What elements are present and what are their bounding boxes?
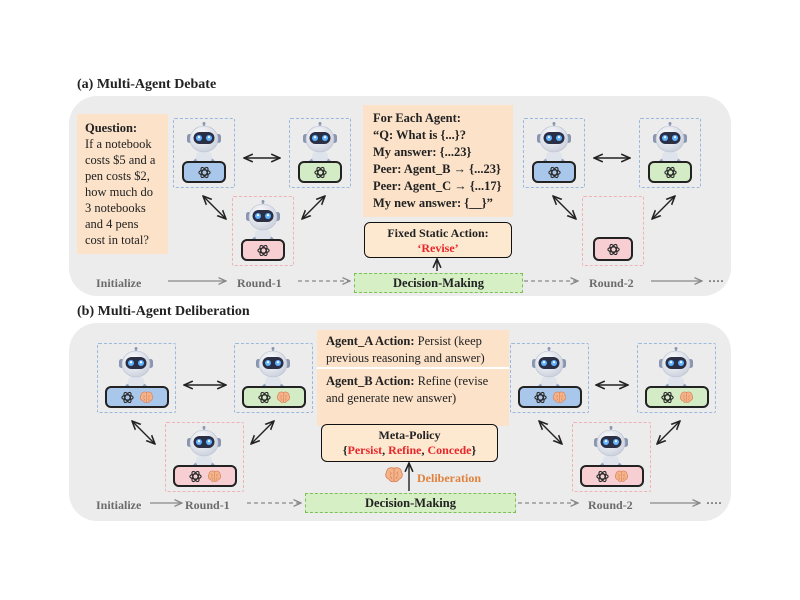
stage-initialize: Initialize [96,276,142,290]
agent-screen [173,465,237,487]
prompt-line: My answer: {...23} [373,145,472,159]
question-line: cost in total? [85,233,149,247]
double-arrow-icon [203,196,226,219]
agent-screen [298,161,342,183]
agent-b-action: Agent_B Action: Refine (revise and gener… [326,373,488,407]
agent-b-box [639,118,701,188]
agent-c-box [232,196,294,266]
agent-screen [518,386,582,408]
agent-a-action-label: Agent_A Action: [326,334,415,348]
stage-round-2: Round-2 [588,498,633,512]
double-arrow-icon [553,196,576,219]
agent-b-action-label: Agent_B Action: [326,374,415,388]
meta-policy-label: Meta-Policy [378,428,441,442]
agent-c-box [572,422,651,492]
agent-screen [105,386,169,408]
stage-more: ···· [708,274,725,288]
agent-screen [593,237,633,261]
agent-screen [532,161,576,183]
agent-a-action-text: Persist (keep [417,334,482,348]
agent-screen [242,386,306,408]
agent-screen [241,239,285,261]
agent-screen [648,161,692,183]
agent-b-action-text: and generate new answer) [326,391,457,405]
meta-option-concede: Concede [427,443,472,457]
prompt-box [363,105,513,217]
question-line: how much do [85,185,154,199]
question-line: costs $5 and a [85,153,156,167]
fixed-action-label: Fixed Static Action: [387,226,489,240]
prompt-line: My new answer: {__}” [373,196,493,210]
agent-actions-divider [317,367,509,369]
stage-round-1: Round-1 [237,276,282,290]
double-arrow-icon [132,421,155,444]
agent-b-box [637,343,716,413]
agent-a-action-text: previous reasoning and answer) [326,351,485,365]
double-arrow-icon [657,421,680,444]
meta-sep: , [421,443,428,457]
panel-a-title: (a) Multi-Agent Debate [77,77,217,92]
meta-sep: , [382,443,389,457]
question-line: and 4 pens [85,217,139,231]
agent-a-box [173,118,235,188]
prompt-text: For Each Agent: “Q: What is {...}? My an… [373,110,502,212]
agent-screen [645,386,709,408]
stage-round-2: Round-2 [589,276,634,290]
meta-option-persist: Persist [347,443,383,457]
agent-c-box [582,196,644,266]
question-line: pen costs $2, [85,169,150,183]
agent-screen [580,465,644,487]
panel-b-title: (b) Multi-Agent Deliberation [77,304,250,319]
meta-policy-brace: } [471,443,477,457]
prompt-line: “Q: What is {...}? [373,128,466,142]
stage-round-1: Round-1 [185,498,230,512]
meta-policy-box: Meta-Policy {Persist, Refine, Concede} [321,424,498,462]
prompt-line: Peer: Agent_C → {...17} [373,179,502,193]
double-arrow-icon [302,196,325,219]
decision-making-b: Decision-Making [305,493,516,513]
agent-a-box [510,343,589,413]
prompt-line: For Each Agent: [373,111,461,125]
fixed-static-action-box: Fixed Static Action: ‘Revise’ [364,222,512,258]
agent-a-box [523,118,585,188]
double-arrow-icon [539,421,562,444]
question-label: Question: [85,121,138,135]
meta-option-refine: Refine [388,443,422,457]
stage-initialize: Initialize [96,498,142,512]
fixed-action-value: ‘Revise’ [417,241,459,255]
double-arrow-icon [652,196,675,219]
agent-a-box [97,343,176,413]
prompt-line: Peer: Agent_B → {...23} [373,162,501,176]
question-line: If a notebook [85,137,152,151]
stage-more: ···· [706,496,723,510]
agent-c-box [165,422,244,492]
agent-actions-box [317,330,509,426]
deliberation-label: Deliberation [417,471,481,485]
agent-b-box [234,343,313,413]
double-arrow-icon [251,421,274,444]
agent-screen [182,161,226,183]
agent-b-box [289,118,351,188]
agent-b-action-text: Refine (revise [417,374,489,388]
meta-policy-brace: { [342,443,348,457]
question-line: 3 notebooks [85,201,146,215]
question-box: Question: If a notebook costs $5 and a p… [77,114,168,254]
decision-making-a: Decision-Making [354,273,523,293]
agent-a-action: Agent_A Action: Persist (keep previous r… [326,333,485,367]
